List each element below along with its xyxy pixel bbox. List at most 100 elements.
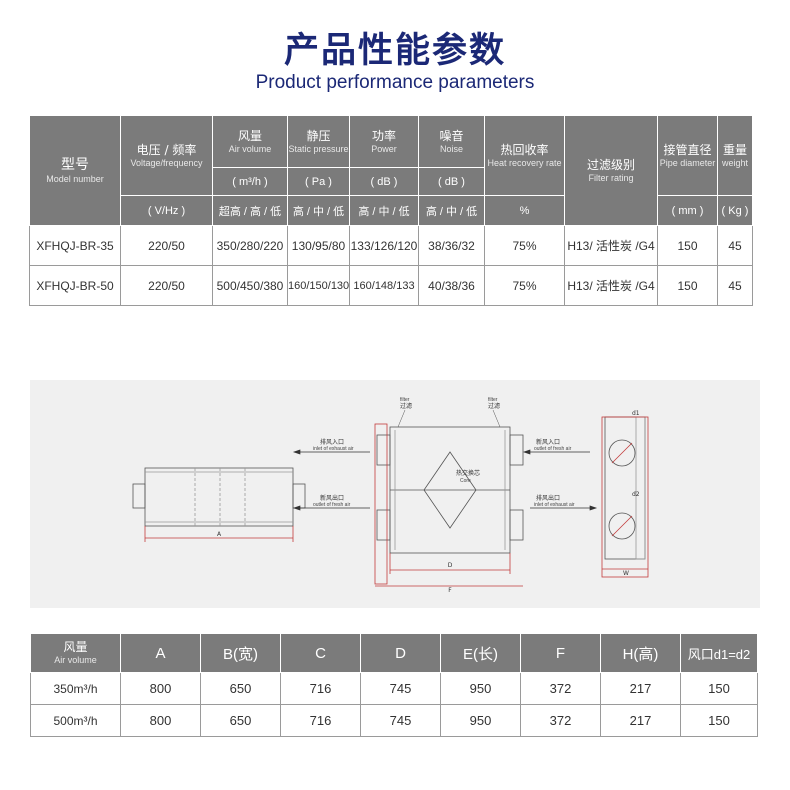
front-view-body bbox=[604, 416, 646, 560]
dim-a-label: A bbox=[217, 531, 222, 538]
th-dim-c: C bbox=[280, 633, 361, 673]
dim-w-label: W bbox=[623, 570, 629, 577]
th-noise-levels: 高 / 中 / 低 bbox=[418, 195, 485, 226]
page-subtitle: Product performance parameters bbox=[255, 72, 535, 93]
arrow-exhaust-outlet bbox=[530, 505, 598, 511]
cell-a: 800 bbox=[120, 672, 201, 705]
th-heat: 热回收率 Heat recovery rate bbox=[484, 115, 565, 196]
cell-heat: 75% bbox=[484, 225, 565, 266]
filter-label-right-cn: 过滤 bbox=[488, 402, 500, 410]
cell-c: 716 bbox=[280, 704, 361, 737]
side-view-port-left bbox=[132, 483, 146, 509]
cell-power: 133/126/120 bbox=[349, 225, 419, 266]
cell-b: 650 bbox=[200, 672, 281, 705]
front-view bbox=[604, 416, 646, 560]
arrow-fresh-inlet bbox=[522, 449, 590, 455]
filter-label-left-cn: 过滤 bbox=[400, 402, 412, 410]
front-view-port-top bbox=[608, 439, 636, 467]
th-pipe-unit: ( mm ) bbox=[657, 195, 718, 226]
th-static: 静压 Static pressure bbox=[287, 115, 350, 168]
side-view bbox=[132, 467, 306, 527]
side-view-port-right bbox=[292, 483, 306, 509]
cell-port: 150 bbox=[680, 672, 758, 705]
dimension-diagram: A D F filter 过滤 filter 过滤 bbox=[30, 380, 760, 608]
th-static-levels: 高 / 中 / 低 bbox=[287, 195, 350, 226]
front-view-dimensions bbox=[601, 416, 649, 578]
spec-table: 型号 Model number 电压 / 频率 Voltage/frequenc… bbox=[29, 115, 753, 306]
side-view-body bbox=[144, 467, 294, 527]
dim-d-label: D bbox=[448, 562, 453, 569]
th-air: 风量 Air volume bbox=[212, 115, 288, 168]
arrow-fresh-outlet bbox=[292, 505, 370, 511]
th-air-levels: 超高 / 高 / 低 bbox=[212, 195, 288, 226]
port-fresh-outlet bbox=[376, 509, 391, 541]
cell-pipe: 150 bbox=[657, 225, 718, 266]
fresh-inlet-label-en: outlet of fresh air bbox=[534, 446, 572, 452]
th-model: 型号 Model number bbox=[29, 115, 121, 226]
th-weight: 重量 weight bbox=[717, 115, 753, 196]
th-pipe: 接管直径 Pipe diameter bbox=[657, 115, 718, 196]
cell-d: 745 bbox=[360, 704, 441, 737]
th-dim-b: B(宽) bbox=[200, 633, 281, 673]
core-label-cn: 热交换芯 bbox=[456, 469, 480, 477]
heat-exchange-core bbox=[423, 451, 477, 529]
cell-voltage: 220/50 bbox=[120, 265, 213, 306]
table-row: XFHQJ-BR-35 220/50 350/280/220 130/95/80… bbox=[29, 225, 753, 266]
cell-e: 950 bbox=[440, 704, 521, 737]
side-view-dimension-a bbox=[144, 526, 294, 542]
fresh-outlet-label-en: outlet of fresh air bbox=[313, 502, 351, 508]
fresh-outlet-label-cn: 新风出口 bbox=[320, 494, 344, 502]
cell-weight: 45 bbox=[717, 225, 753, 266]
arrow-exhaust-inlet bbox=[292, 449, 370, 455]
dim-d2-label: d2 bbox=[632, 491, 640, 498]
th-noise: 噪音 Noise bbox=[418, 115, 485, 168]
cell-air: 500m³/h bbox=[30, 704, 121, 737]
cell-model: XFHQJ-BR-50 bbox=[29, 265, 121, 306]
table-row: 350m³/h 800 650 716 745 950 372 217 150 bbox=[30, 672, 758, 705]
cell-noise: 38/36/32 bbox=[418, 225, 485, 266]
th-dim-a: A bbox=[120, 633, 201, 673]
cell-pipe: 150 bbox=[657, 265, 718, 306]
th-noise-unit: ( dB ) bbox=[418, 167, 485, 196]
cell-model: XFHQJ-BR-35 bbox=[29, 225, 121, 266]
cell-f: 372 bbox=[520, 704, 601, 737]
exhaust-inlet-label-en: inlet of exhaust air bbox=[313, 446, 354, 452]
cell-weight: 45 bbox=[717, 265, 753, 306]
th-heat-unit: % bbox=[484, 195, 565, 226]
table-row: 500m³/h 800 650 716 745 950 372 217 150 bbox=[30, 704, 758, 737]
th-dim-h: H(高) bbox=[600, 633, 681, 673]
th-filter: 过滤级别 Filter rating bbox=[564, 115, 658, 226]
dim-d1-label: d1 bbox=[632, 410, 640, 417]
cell-h: 217 bbox=[600, 672, 681, 705]
cell-air: 350m³/h bbox=[30, 672, 121, 705]
cell-d: 745 bbox=[360, 672, 441, 705]
th-port: 风口d1=d2 bbox=[680, 633, 758, 673]
th-air-unit: ( m³/h ) bbox=[212, 167, 288, 196]
th-voltage: 电压 / 频率 Voltage/frequency bbox=[120, 115, 213, 196]
core-label-en: Core bbox=[460, 478, 471, 484]
th-dim-e: E(长) bbox=[440, 633, 521, 673]
front-view-port-bottom bbox=[608, 512, 636, 540]
cell-a: 800 bbox=[120, 704, 201, 737]
th-power-levels: 高 / 中 / 低 bbox=[349, 195, 419, 226]
cell-heat: 75% bbox=[484, 265, 565, 306]
th-air-volume: 风量 Air volume bbox=[30, 633, 121, 673]
cell-filter: H13/ 活性炭 /G4 bbox=[564, 225, 658, 266]
exhaust-outlet-label-cn: 排风出口 bbox=[536, 494, 560, 502]
th-dim-f: F bbox=[520, 633, 601, 673]
th-dim-d: D bbox=[360, 633, 441, 673]
cell-port: 150 bbox=[680, 704, 758, 737]
th-voltage-unit: ( V/Hz ) bbox=[120, 195, 213, 226]
th-power-unit: ( dB ) bbox=[349, 167, 419, 196]
cell-h: 217 bbox=[600, 704, 681, 737]
table-row: XFHQJ-BR-50 220/50 500/450/380 160/150/1… bbox=[29, 265, 753, 306]
th-static-unit: ( Pa ) bbox=[287, 167, 350, 196]
top-view bbox=[376, 426, 524, 554]
cell-e: 950 bbox=[440, 672, 521, 705]
port-exhaust-inlet bbox=[376, 434, 391, 466]
fresh-inlet-label-cn: 新风入口 bbox=[536, 438, 560, 446]
cell-static: 130/95/80 bbox=[287, 225, 350, 266]
filter-label-left-en: filter bbox=[400, 397, 410, 403]
cell-noise: 40/38/36 bbox=[418, 265, 485, 306]
cell-filter: H13/ 活性炭 /G4 bbox=[564, 265, 658, 306]
